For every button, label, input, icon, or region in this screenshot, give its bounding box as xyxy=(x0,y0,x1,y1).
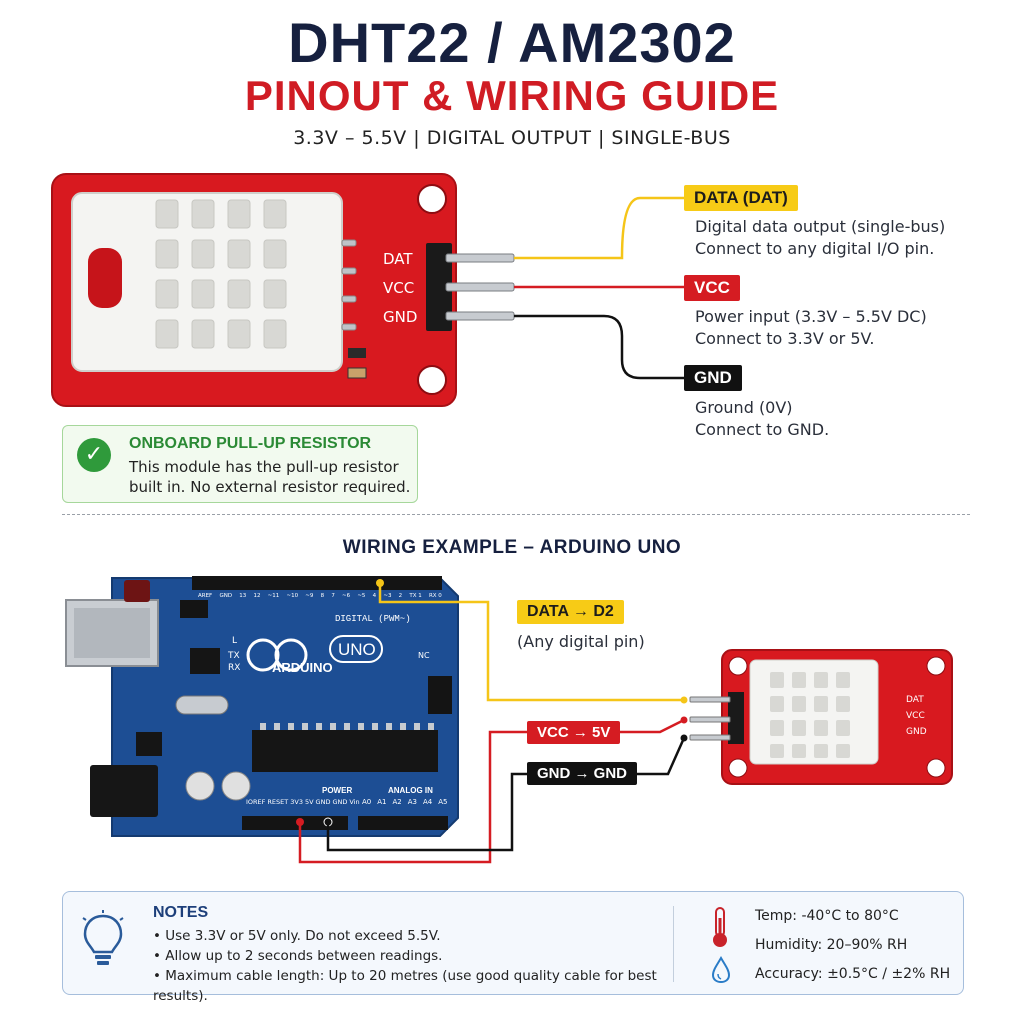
analog-pin-label: A5 xyxy=(438,798,448,806)
digital-pin-label: 2 xyxy=(398,593,403,599)
digital-pin-label: RX 0 xyxy=(428,593,442,599)
module-pin-vcc: VCC xyxy=(383,279,415,297)
gnd-pin-label: GND xyxy=(684,365,742,391)
pullup-title: ONBOARD PULL-UP RESISTOR xyxy=(129,435,372,452)
rx-label: RX xyxy=(228,663,241,673)
data-wire xyxy=(514,196,684,260)
gnd-gnd-label: GND → GND xyxy=(527,762,637,785)
digital-pin-label: ~5 xyxy=(357,593,366,599)
dht22-module-small xyxy=(689,649,953,785)
analog-header-label: ANALOG IN xyxy=(388,786,433,795)
check-icon: ✓ xyxy=(77,438,111,472)
notes-panel: NOTES Use 3.3V or 5V only. Do not exceed… xyxy=(62,891,964,1004)
l-led-label: L xyxy=(232,636,238,646)
analog-pin-label: A0 xyxy=(362,798,372,806)
digital-pin-label: ~3 xyxy=(383,593,392,599)
accuracy-spec: Accuracy: ±0.5°C / ±2% RH xyxy=(755,966,951,982)
water-drop-icon xyxy=(711,956,731,984)
dht22-module-board xyxy=(51,173,515,407)
gnd-wire xyxy=(514,314,684,380)
pullup-resistor-callout: ✓ ONBOARD PULL-UP RESISTOR This module h… xyxy=(62,425,418,503)
pullup-text: This module has the pull-up resistor bui… xyxy=(129,458,411,496)
arduino-wiring-diagram xyxy=(65,576,953,864)
humidity-spec: Humidity: 20–90% RH xyxy=(755,937,908,953)
tx-label: TX xyxy=(228,651,240,661)
vcc-5v-label: VCC → 5V xyxy=(527,721,621,744)
vcc-pin-desc-2: Connect to 3.3V or 5V. xyxy=(695,329,875,348)
digital-header-label: DIGITAL (PWM~) xyxy=(335,614,411,624)
power-pin-label: Vin xyxy=(349,798,360,806)
gnd-pin-desc-2: Connect to GND. xyxy=(695,420,830,439)
notes-list: Use 3.3V or 5V only. Do not exceed 5.5V.… xyxy=(153,926,683,1006)
vcc-pin-desc-1: Power input (3.3V – 5.5V DC) xyxy=(695,307,927,326)
digital-pin-labels: AREF GND 13 12 ~11 ~10 ~9 8 7 ~6 ~5 4 ~3… xyxy=(198,593,442,599)
digital-pin-label: ~9 xyxy=(305,593,314,599)
digital-pin-label: 7 xyxy=(331,593,335,599)
power-pin-label: GND xyxy=(315,798,331,806)
arduino-model: UNO xyxy=(338,640,376,659)
arduino-uno-board xyxy=(65,576,459,837)
digital-pin-label: ~11 xyxy=(267,593,280,599)
notes-title: NOTES xyxy=(153,904,209,921)
note-item: Allow up to 2 seconds between readings. xyxy=(153,946,683,966)
analog-pin-label: A1 xyxy=(377,798,387,806)
data-wire-arduino xyxy=(378,582,684,702)
wiring-title: WIRING EXAMPLE – ARDUINO UNO xyxy=(342,537,682,558)
gnd-wire-arduino xyxy=(326,737,686,852)
power-pin-label: RESET xyxy=(267,798,289,806)
small-module-pin-vcc: VCC xyxy=(906,711,925,721)
nc-label: NC xyxy=(418,651,430,660)
data-d2-note: (Any digital pin) xyxy=(517,632,645,651)
vcc-pin-label: VCC xyxy=(684,275,740,301)
power-pin-labels: IOREF RESET 3V3 5V GND GND Vin xyxy=(246,798,360,806)
arduino-brand: ARDUINO xyxy=(272,660,333,675)
page-subtitle: PINOUT & WIRING GUIDE xyxy=(244,72,780,119)
power-pin-label: IOREF xyxy=(246,798,266,806)
module-pin-gnd: GND xyxy=(383,308,418,326)
digital-pin-label: ~10 xyxy=(286,593,299,599)
small-module-pin-dat: DAT xyxy=(906,695,924,705)
power-header-label: POWER xyxy=(322,786,353,795)
temp-spec: Temp: -40°C to 80°C xyxy=(755,908,899,924)
lightbulb-icon xyxy=(82,910,124,965)
data-pin-desc-2: Connect to any digital I/O pin. xyxy=(695,239,935,258)
data-pin-desc-1: Digital data output (single-bus) xyxy=(695,217,946,236)
digital-pin-label: 8 xyxy=(320,593,325,599)
power-pin-label: GND xyxy=(332,798,348,806)
note-item: Maximum cable length: Up to 20 metres (u… xyxy=(153,966,683,1006)
analog-pin-labels: A0 A1 A2 A3 A4 A5 xyxy=(362,798,448,806)
digital-pin-label: ~6 xyxy=(342,593,351,599)
power-pin-label: 3V3 xyxy=(290,798,303,806)
digital-pin-label: 12 xyxy=(253,593,261,599)
page-title: DHT22 / AM2302 xyxy=(288,11,736,74)
power-pin-label: 5V xyxy=(304,798,314,806)
small-module-pin-gnd: GND xyxy=(906,727,927,737)
data-d2-label: DATA → D2 xyxy=(517,600,624,624)
data-pin-label: DATA (DAT) xyxy=(684,185,798,211)
digital-pin-label: AREF xyxy=(198,593,213,599)
spec-line: 3.3V – 5.5V | DIGITAL OUTPUT | SINGLE-BU… xyxy=(293,127,731,149)
section-divider xyxy=(62,514,970,515)
notes-separator xyxy=(673,906,674,982)
note-item: Use 3.3V or 5V only. Do not exceed 5.5V. xyxy=(153,926,683,946)
digital-pin-label: 13 xyxy=(239,593,247,599)
analog-pin-label: A2 xyxy=(392,798,402,806)
vcc-wire-arduino xyxy=(298,718,685,864)
module-pinout-diagram xyxy=(51,173,684,407)
digital-pin-label: TX 1 xyxy=(409,593,422,599)
analog-pin-label: A4 xyxy=(423,798,433,806)
gnd-pin-desc-1: Ground (0V) xyxy=(695,398,793,417)
analog-pin-label: A3 xyxy=(407,798,417,806)
thermometer-icon xyxy=(713,907,727,947)
digital-pin-label: GND xyxy=(219,593,233,599)
digital-pin-label: 4 xyxy=(372,593,377,599)
module-pin-dat: DAT xyxy=(383,250,413,268)
